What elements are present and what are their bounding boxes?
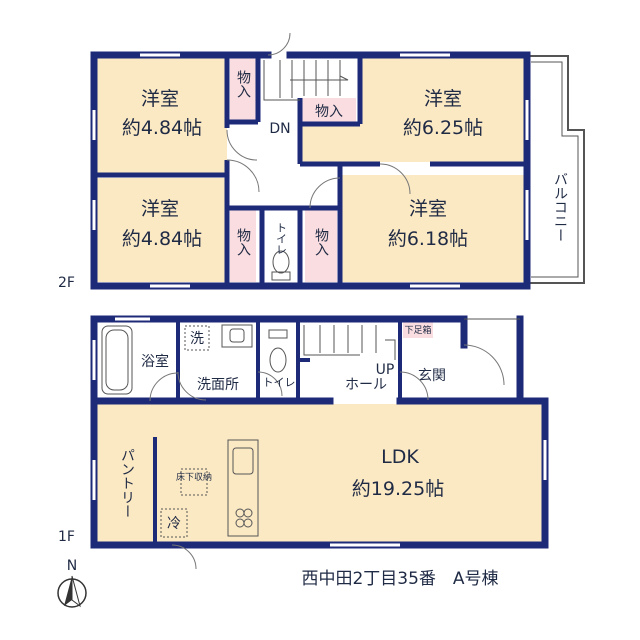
closet-2f-2 <box>302 98 356 122</box>
staircase-1f <box>303 325 396 360</box>
room-2f-4-size: 約6.18帖 <box>388 228 468 250</box>
closet-2f-3-label: 物入 <box>235 228 251 256</box>
closet-2f-4-label: 物入 <box>313 228 329 256</box>
svg-text:N: N <box>67 558 77 574</box>
kitchen-counter <box>227 439 259 537</box>
underfloor-storage-label: 床下収納 <box>176 471 212 483</box>
balcony: バルコニー <box>525 55 585 284</box>
floor-2f-label: 2F <box>58 275 75 291</box>
closet-2f-1 <box>230 58 256 120</box>
fridge-label: 冷 <box>167 516 181 532</box>
fridge-space <box>160 508 188 538</box>
toilet-1f <box>268 329 288 373</box>
toilet-2f-label: トイレ <box>275 222 288 255</box>
washer-space <box>184 325 210 351</box>
floor-2f: バルコニー <box>58 32 585 291</box>
shoe-box-label: 下足箱 <box>404 324 431 336</box>
staircase-2f <box>263 60 349 101</box>
stairs-2f-label: DN <box>269 121 290 137</box>
bath-label: 浴室 <box>141 353 169 370</box>
room-2f-4-name: 洋室 <box>409 198 447 220</box>
closet-2f-4 <box>305 210 337 282</box>
stairs-1f-label: UP <box>376 362 395 378</box>
bathtub <box>101 325 133 395</box>
room-2f-1-name: 洋室 <box>141 88 179 110</box>
wash-basin <box>221 324 253 348</box>
toilet-1f-label: トイレ <box>263 376 296 389</box>
balcony-label: バルコニー <box>552 172 568 242</box>
ldk-name: LDK <box>381 446 419 468</box>
room-2f-3-name: 洋室 <box>141 198 179 220</box>
ldk-size: 約19.25帖 <box>352 478 444 500</box>
room-2f-1-size: 約4.84帖 <box>122 117 202 139</box>
room-2f-2-name: 洋室 <box>424 88 462 110</box>
north-arrow-icon: N <box>57 558 87 608</box>
room-2f-3-size: 約4.84帖 <box>122 228 202 250</box>
shoe-box <box>403 320 433 338</box>
washroom-label: 洗面所 <box>197 377 239 393</box>
entrance-label: 玄関 <box>418 367 446 384</box>
closet-2f-3 <box>230 210 256 282</box>
pantry-label: パントリー <box>119 448 135 518</box>
closet-2f-2-label: 物入 <box>315 104 343 120</box>
caption: 西中田2丁目35番 A号棟 <box>301 569 498 589</box>
room-2f-2-size: 約6.25帖 <box>403 117 483 139</box>
floor-1f: LDK 約19.25帖 浴室 洗 洗面所 トイレ UP ホール 玄関 下足箱 パ… <box>58 315 549 570</box>
toilet-2f <box>271 250 291 281</box>
floor-1f-label: 1F <box>58 529 75 545</box>
hall-label: ホール <box>345 377 387 393</box>
underfloor-storage <box>180 468 208 496</box>
washer-label: 洗 <box>190 331 204 347</box>
closet-2f-1-label: 物入 <box>235 70 251 98</box>
